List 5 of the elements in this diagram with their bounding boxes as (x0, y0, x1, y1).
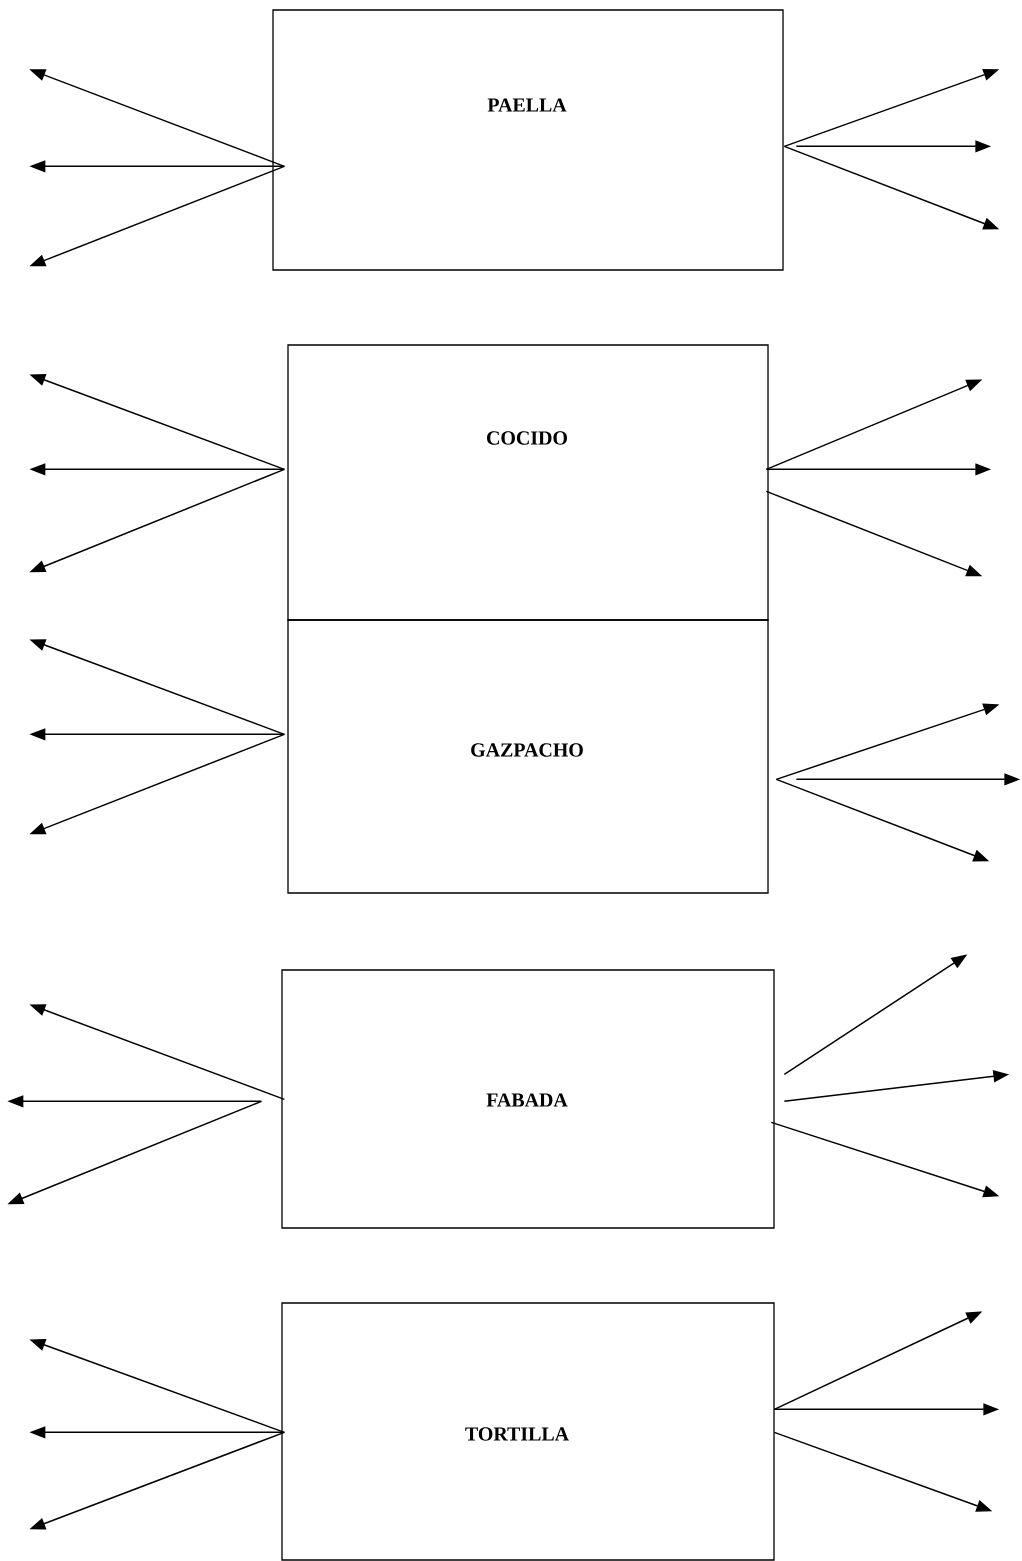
process-box: TORTILLA (281, 1302, 775, 1561)
process-box: COCIDO (287, 344, 769, 621)
process-box: FABADA (281, 969, 775, 1229)
process-box: PAELLA (272, 9, 784, 271)
process-box: GAZPACHO (287, 619, 769, 894)
